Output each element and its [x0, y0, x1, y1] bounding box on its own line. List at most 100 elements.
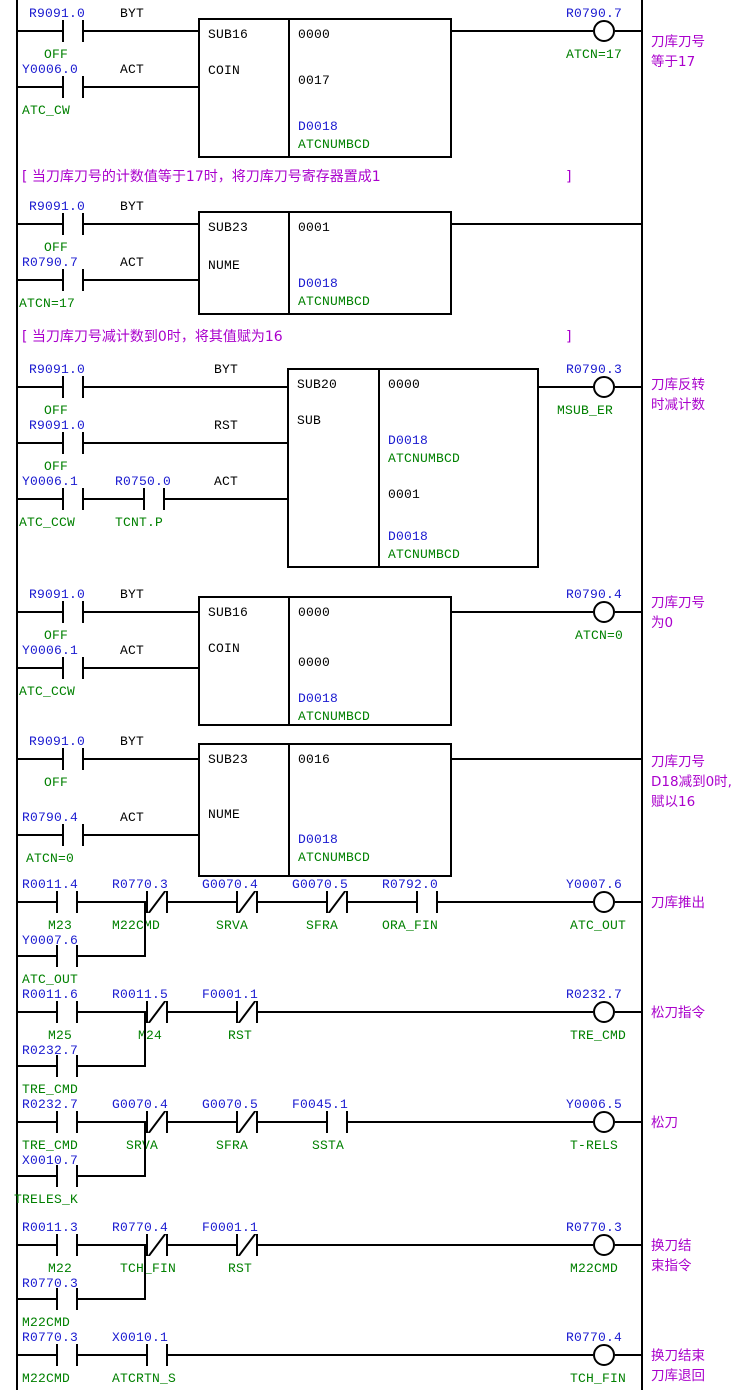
contact-no: [62, 376, 84, 398]
contact-nc: [236, 1111, 258, 1133]
operand-symbol: ATCNUMBCD: [298, 294, 371, 309]
contact-symbol: M24: [138, 1028, 163, 1043]
rung-wire: [168, 1011, 236, 1013]
function-block-number: SUB16: [208, 605, 249, 620]
rung-note: 刀库刀号为0: [651, 595, 705, 631]
rung-wire: [615, 1011, 641, 1013]
rung-wire: [16, 1011, 56, 1013]
branch-vertical-right: [144, 1244, 146, 1300]
contact-no: [56, 1001, 78, 1023]
branch-wire: [16, 1175, 56, 1177]
rung-wire: [16, 1354, 56, 1356]
branch-wire: [16, 1065, 56, 1067]
contact-nc: [326, 891, 348, 913]
rung-wire: [84, 86, 200, 88]
function-block: [287, 368, 539, 568]
rung-wire: [84, 386, 289, 388]
operand-symbol: ATCNUMBCD: [388, 451, 461, 466]
function-block-divider: [288, 18, 290, 158]
contact-symbol: SFRA: [306, 918, 339, 933]
function-block-name: COIN: [208, 641, 241, 656]
contact-symbol: M22CMD: [22, 1371, 71, 1386]
contact-nc: [146, 891, 168, 913]
operand-value: 0017: [298, 73, 331, 88]
rung-wire: [78, 1244, 146, 1246]
contact-symbol: OFF: [44, 47, 69, 62]
rung-wire: [16, 1244, 56, 1246]
branch-vertical-left: [16, 1244, 18, 1300]
output-coil: [593, 891, 615, 913]
operand-value: 0000: [298, 605, 331, 620]
rung-wire: [452, 30, 593, 32]
branch-vertical-right: [144, 901, 146, 957]
operand-symbol: ATCNUMBCD: [298, 709, 371, 724]
contact-no: [56, 1111, 78, 1133]
contact-no: [326, 1111, 348, 1133]
branch-contact-symbol: TRELES_K: [14, 1192, 79, 1207]
contact-symbol: M22: [48, 1261, 73, 1276]
rung-wire: [84, 223, 200, 225]
contact-address: Y0006.1: [22, 643, 79, 658]
block-param-label: BYT: [214, 362, 239, 377]
coil-address: Y0007.6: [566, 877, 623, 892]
rung-wire: [84, 279, 200, 281]
coil-address: R0790.3: [566, 362, 623, 377]
rung-wire: [84, 834, 200, 836]
coil-symbol: M22CMD: [570, 1261, 619, 1276]
contact-address: R9091.0: [29, 734, 86, 749]
rung-wire: [168, 1121, 236, 1123]
contact-address: R0792.0: [382, 877, 439, 892]
rung-note: 松刀: [651, 1115, 678, 1131]
rung-wire: [348, 901, 416, 903]
function-block-divider: [288, 596, 290, 726]
contact-address: F0045.1: [292, 1097, 349, 1112]
contact-address: G0070.4: [112, 1097, 169, 1112]
contact-symbol: SFRA: [216, 1138, 249, 1153]
rung-wire: [78, 1121, 146, 1123]
contact-symbol: OFF: [44, 775, 69, 790]
rung-note: 换刀结束刀库退回: [651, 1348, 705, 1384]
function-block-divider: [288, 743, 290, 877]
contact-address: R9091.0: [29, 418, 86, 433]
contact-no: [62, 269, 84, 291]
output-coil: [593, 1001, 615, 1023]
contact-no: [56, 1344, 78, 1366]
contact-address: R0750.0: [115, 474, 172, 489]
rung-wire: [84, 667, 200, 669]
contact-no: [56, 891, 78, 913]
branch-wire: [78, 1298, 146, 1300]
branch-contact-symbol: M22CMD: [22, 1315, 71, 1330]
operand-symbol: ATCNUMBCD: [298, 850, 371, 865]
rung-wire: [16, 442, 62, 444]
rung-wire: [615, 1244, 641, 1246]
coil-symbol: T-RELS: [570, 1138, 619, 1153]
contact-address: F0001.1: [202, 1220, 259, 1235]
rung-wire: [258, 1011, 593, 1013]
contact-no: [62, 824, 84, 846]
rung-wire: [84, 611, 200, 613]
rung-wire: [16, 834, 62, 836]
block-param-label: ACT: [120, 62, 145, 77]
contact-symbol: OFF: [44, 628, 69, 643]
rung-wire: [84, 442, 289, 444]
coil-symbol: MSUB_ER: [557, 403, 614, 418]
contact-nc: [146, 1001, 168, 1023]
contact-address: R0790.7: [22, 255, 79, 270]
function-block-number: SUB16: [208, 27, 249, 42]
rung-wire: [539, 386, 593, 388]
contact-symbol: ATCRTN_S: [112, 1371, 177, 1386]
rung-wire: [452, 611, 593, 613]
rung-wire: [16, 86, 62, 88]
rung-wire: [615, 1121, 641, 1123]
rung-wire: [168, 901, 236, 903]
rung-wire: [16, 279, 62, 281]
rung-comment-close: ]: [566, 169, 572, 185]
contact-symbol: OFF: [44, 240, 69, 255]
rung-wire: [84, 498, 143, 500]
rung-wire: [16, 758, 62, 760]
operand-value: 0016: [298, 752, 331, 767]
rung-note: 刀库反转时减计数: [651, 377, 705, 413]
coil-address: R0232.7: [566, 987, 623, 1002]
contact-symbol: OFF: [44, 403, 69, 418]
